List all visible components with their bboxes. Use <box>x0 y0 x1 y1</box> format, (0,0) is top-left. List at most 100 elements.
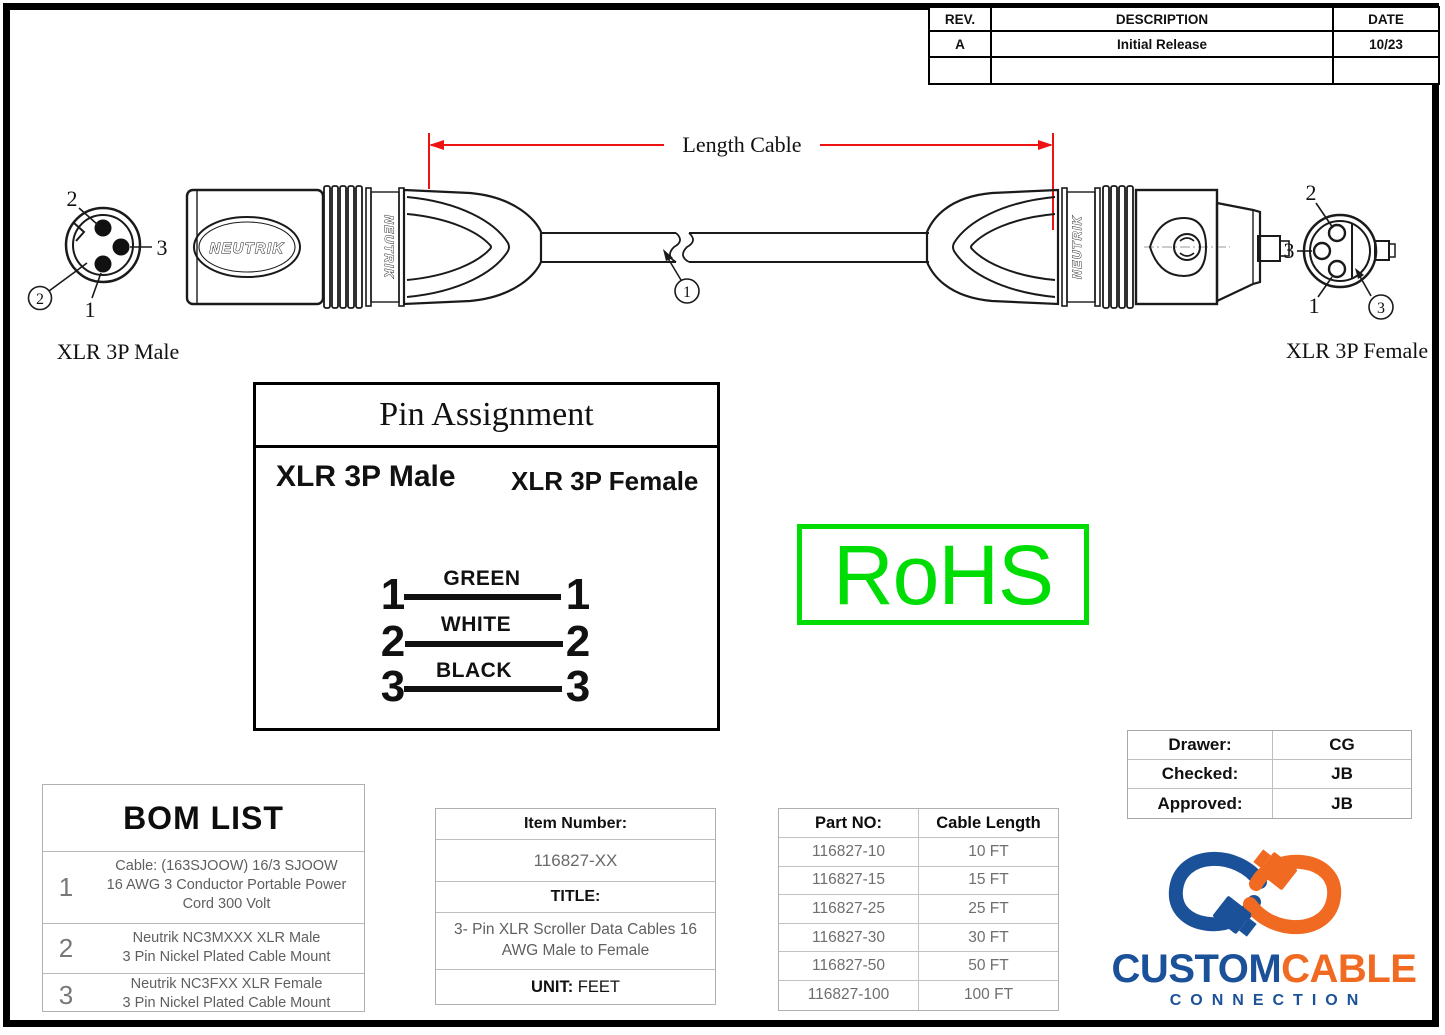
pin-female-header: XLR 3P Female <box>511 466 699 496</box>
description-empty <box>992 58 1334 83</box>
title-label: TITLE: <box>436 881 715 912</box>
cable-length: 30 FT <box>919 924 1058 953</box>
bom-1-line-3: Cord 300 Volt <box>182 895 271 912</box>
item-number-value: 116827-XX <box>436 839 715 881</box>
female-pin3-label: 3 <box>1284 238 1295 263</box>
female-connector-side: NEUTRIK <box>925 185 1290 309</box>
cable: 1 <box>541 232 929 304</box>
infinity-cable-icon <box>1168 849 1342 937</box>
approval-table: Drawer: CG Checked: JB Approved: JB <box>1127 730 1412 819</box>
male-face-caption: XLR 3P Male <box>57 339 180 364</box>
part-no: 116827-30 <box>779 923 919 953</box>
wire-white-line <box>405 641 563 647</box>
logo-custom-text: CUSTOM <box>1111 947 1282 991</box>
rev-header: REV. <box>930 8 992 32</box>
orange-plug <box>1253 849 1297 890</box>
bom-3-line-2: 3 Pin Nickel Plated Cable Mount <box>122 994 331 1011</box>
cable-length: 50 FT <box>919 952 1058 981</box>
checked-value: JB <box>1273 760 1411 789</box>
part-no-header: Part NO: <box>779 809 919 838</box>
item-info-table: Item Number: 116827-XX TITLE: 3- Pin XLR… <box>435 808 716 1005</box>
part-no: 116827-100 <box>779 980 919 1010</box>
part-length-table: Part NO: Cable Length 116827-10 10 FT 11… <box>778 808 1059 1011</box>
female-pin1-label: 1 <box>1309 293 1320 318</box>
logo-wordmark: CUSTOMCABLE <box>1088 948 1440 990</box>
pin-assignment-panel: Pin Assignment XLR 3P Male XLR 3P Female… <box>253 382 720 731</box>
female-pin2-label: 2 <box>1306 180 1317 205</box>
bom-item-description: Neutrik NC3MXXX XLR Male 3 Pin Nickel Pl… <box>89 924 364 973</box>
neutrik-band-text: NEUTRIK <box>382 215 396 279</box>
logo-connection-text: CONNECTION <box>1169 992 1368 1009</box>
bom-row-2: 2 Neutrik NC3MXXX XLR Male 3 Pin Nickel … <box>43 923 364 973</box>
pin-assignment-title: Pin Assignment <box>256 385 717 448</box>
male-connector-side: NEUTRIK NEUTRIK <box>185 185 543 309</box>
bom-item-description: Cable: (163SJOOW) 16/3 SJOOW 16 AWG 3 Co… <box>89 852 364 923</box>
rev-value: A <box>930 32 992 58</box>
male-balloon: 2 <box>36 291 44 308</box>
pin-assignment-diagram: XLR 3P Male XLR 3P Female 1 GREEN 1 2 WH… <box>256 448 717 728</box>
bom-1-line-2: 16 AWG 3 Conductor Portable Power <box>106 876 347 893</box>
part-no: 116827-15 <box>779 866 919 896</box>
title-value: 3- Pin XLR Scroller Data Cables 16 AWG M… <box>436 912 715 969</box>
neutrik-brand-text: NEUTRIK <box>210 241 285 257</box>
description-header: DESCRIPTION <box>992 8 1334 32</box>
logo-cable-text: CABLE <box>1281 947 1417 991</box>
part-no: 116827-25 <box>779 895 919 924</box>
length-cable-label: Length Cable <box>682 132 801 157</box>
bom-item-number: 1 <box>58 872 74 902</box>
length-dimension: Length Cable <box>428 132 1054 230</box>
description-value: Initial Release <box>992 32 1334 58</box>
bom-1-line-1: Cable: (163SJOOW) 16/3 SJOOW <box>115 858 338 874</box>
blue-plug <box>1213 896 1257 937</box>
female-connector-face: 2 3 1 3 XLR 3P Female <box>1284 180 1429 363</box>
pin-right-2: 2 <box>565 617 591 666</box>
male-connector-face: 2 3 1 2 XLR 3P Male <box>27 186 180 364</box>
unit-row: UNIT: FEET <box>436 969 715 1004</box>
bom-item-number: 3 <box>58 980 74 1011</box>
pin-left-2: 2 <box>380 617 406 666</box>
part-no: 116827-10 <box>779 838 919 867</box>
approved-label: Approved: <box>1128 789 1273 818</box>
cable-length: 25 FT <box>919 895 1058 924</box>
rohs-label: RoHS <box>832 527 1054 622</box>
rohs-badge: RoHS <box>797 524 1089 625</box>
company-logo: CUSTOMCABLE CONNECTION <box>1088 842 1440 1010</box>
cable-length: 10 FT <box>919 838 1058 867</box>
bom-row-3: 3 Neutrik NC3FXX XLR Female 3 Pin Nickel… <box>43 973 364 1011</box>
checked-label: Checked: <box>1128 760 1273 789</box>
cable-length: 15 FT <box>919 867 1058 896</box>
bom-item-description: Neutrik NC3FXX XLR Female 3 Pin Nickel P… <box>89 974 364 1018</box>
revision-table: REV. DESCRIPTION DATE A Initial Release … <box>928 6 1440 85</box>
cable-length: 100 FT <box>963 986 1014 1004</box>
part-no: 116827-50 <box>779 952 919 981</box>
approved-value: JB <box>1331 793 1353 813</box>
wire-black-label: BLACK <box>436 659 512 682</box>
bom-3-line-1: Neutrik NC3FXX XLR Female <box>130 976 323 992</box>
cable-balloon: 1 <box>683 284 691 301</box>
bom-2-line-2: 3 Pin Nickel Plated Cable Mount <box>122 948 331 965</box>
wire-green-line <box>404 594 561 600</box>
drawer-value: CG <box>1273 731 1411 760</box>
wire-black-line <box>404 686 562 692</box>
unit-label: UNIT: <box>531 977 574 996</box>
bom-2-line-1: Neutrik NC3MXXX XLR Male <box>132 930 321 946</box>
date-value: 10/23 <box>1334 32 1438 58</box>
female-balloon: 3 <box>1377 300 1385 317</box>
cable-length-header: Cable Length <box>919 809 1058 838</box>
bom-item-number: 2 <box>58 933 74 963</box>
unit-value: FEET <box>577 977 620 996</box>
pin-left-1: 1 <box>380 570 406 619</box>
pin-right-1: 1 <box>565 570 591 619</box>
female-face-caption: XLR 3P Female <box>1286 338 1428 363</box>
neutrik-band-text-female: NEUTRIK <box>1070 215 1084 279</box>
pin-left-3: 3 <box>380 662 406 711</box>
pin-right-3: 3 <box>565 662 591 711</box>
rev-empty <box>930 58 992 83</box>
male-pin2-label: 2 <box>67 186 78 211</box>
bom-table: BOM LIST 1 Cable: (163SJOOW) 16/3 SJOOW … <box>42 784 365 1012</box>
cable-assembly-drawing: 2 3 1 2 XLR 3P Male NEUTRIK NEUTRIK <box>27 132 1429 364</box>
bom-row-1: 1 Cable: (163SJOOW) 16/3 SJOOW 16 AWG 3 … <box>43 851 364 923</box>
male-pin1-label: 1 <box>85 297 96 322</box>
item-number-label: Item Number: <box>523 815 628 832</box>
